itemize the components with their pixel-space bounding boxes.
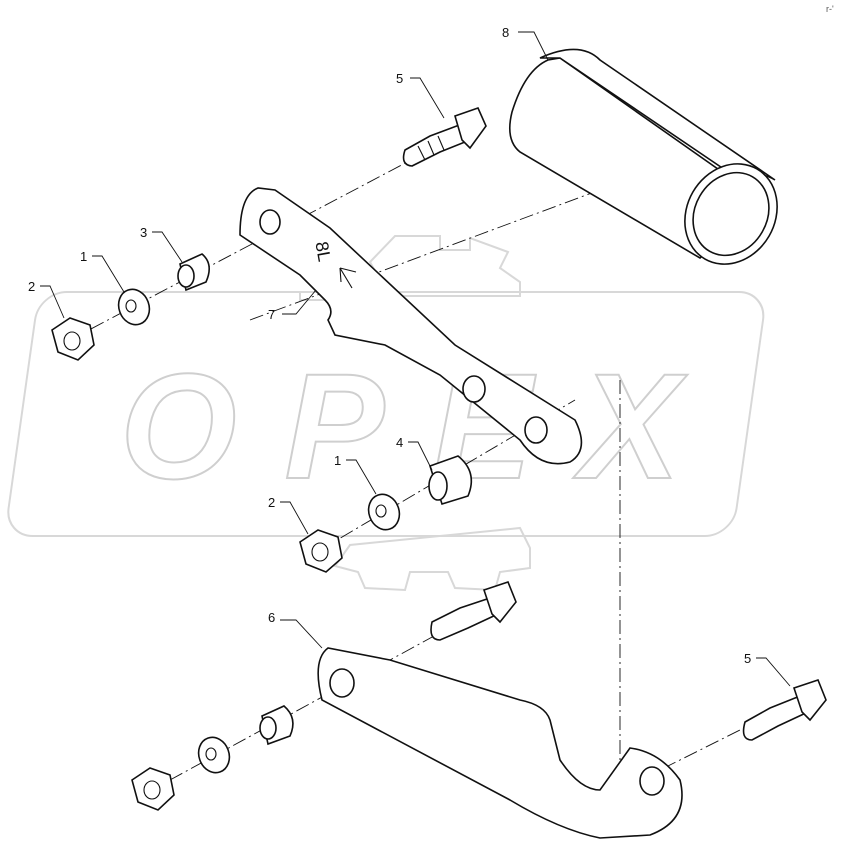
callout-8: 8 xyxy=(502,25,509,40)
corner-mark: r-' xyxy=(826,4,834,14)
callout-6: 6 xyxy=(268,610,275,625)
callout-1-middle: 1 xyxy=(334,453,341,468)
callout-labels: 8 5 3 1 2 7 4 1 2 6 5 xyxy=(28,25,751,666)
washer-lower xyxy=(197,736,231,774)
callout-1-upper: 1 xyxy=(80,249,87,264)
callout-7: 7 xyxy=(268,307,275,322)
nut-lower xyxy=(131,767,175,811)
callout-4: 4 xyxy=(396,435,403,450)
bracket-stamp: 8L xyxy=(311,240,334,263)
washer-upper xyxy=(117,288,151,326)
watermark-text: OPEX xyxy=(120,342,688,510)
watermark-plate xyxy=(7,291,765,537)
spacer-4 xyxy=(428,455,473,505)
part-8-roller-sleeve xyxy=(509,48,778,265)
callout-5-upper: 5 xyxy=(396,71,403,86)
washer-middle xyxy=(367,493,401,531)
spacer-3 xyxy=(177,253,210,292)
bolt-middle xyxy=(430,581,517,641)
spacer-lower xyxy=(259,705,294,746)
part-6-lower-bracket xyxy=(317,647,683,839)
bolt-upper xyxy=(402,107,487,167)
part-7-upper-bracket: 8L xyxy=(239,187,583,465)
callout-5-lower: 5 xyxy=(744,651,751,666)
nut-upper xyxy=(51,317,95,361)
callout-2-middle: 2 xyxy=(268,495,275,510)
callout-3: 3 xyxy=(140,225,147,240)
callout-2-upper: 2 xyxy=(28,279,35,294)
bolt-lower-right xyxy=(742,679,827,741)
nut-middle xyxy=(299,529,343,573)
leader-lines xyxy=(40,31,791,687)
